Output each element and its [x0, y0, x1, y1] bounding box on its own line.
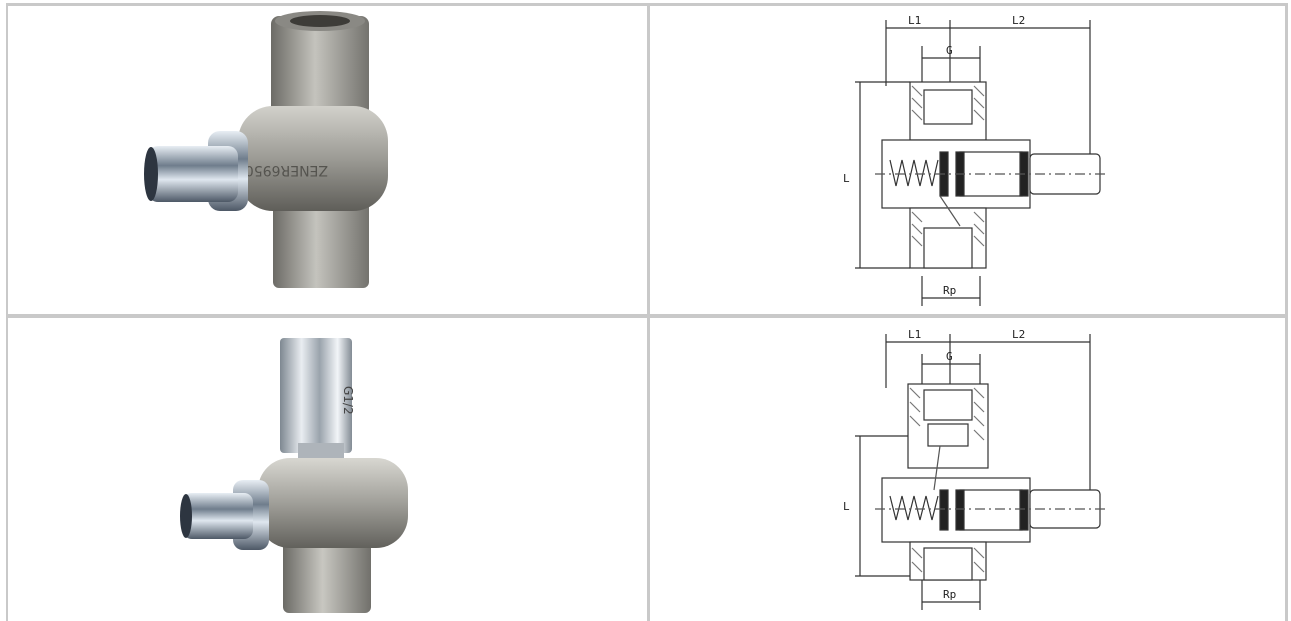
- row-1-drawing: L1 L2 G L Rp: [650, 6, 1285, 314]
- dim-g-1: G: [946, 44, 953, 57]
- valve-photo-1: ZENER695006: [144, 11, 388, 288]
- technical-drawing-1: L1 L2 G L Rp: [843, 14, 1105, 306]
- row-2-drawing: L1 L2 G L Rp: [650, 318, 1285, 621]
- dim-l-1: L: [843, 172, 850, 185]
- dim-l-2: L: [843, 500, 850, 513]
- dim-l1-1: L1: [908, 14, 921, 27]
- table-border-top: [6, 3, 1288, 6]
- table-border-left: [6, 4, 8, 621]
- table-border-row: [6, 314, 1288, 318]
- row-2-photo: G1/2: [8, 318, 647, 621]
- dim-rp-2: Rp: [943, 588, 956, 601]
- valve-photo-2: G1/2: [180, 338, 408, 613]
- dim-l1-2: L1: [908, 328, 921, 341]
- dim-l2-2: L2: [1012, 328, 1025, 341]
- dim-l2-1: L2: [1012, 14, 1025, 27]
- row-1-photo: ZENER695006: [8, 6, 647, 314]
- technical-drawing-2: L1 L2 G L Rp: [843, 328, 1105, 610]
- engraving-text-2: G1/2: [341, 386, 355, 415]
- dim-rp-1: Rp: [943, 284, 956, 297]
- table-border-middle: [647, 4, 650, 621]
- dim-g-2: G: [946, 350, 953, 363]
- table-border-right: [1285, 4, 1288, 621]
- engraving-text-1: ZENER695006: [227, 162, 328, 178]
